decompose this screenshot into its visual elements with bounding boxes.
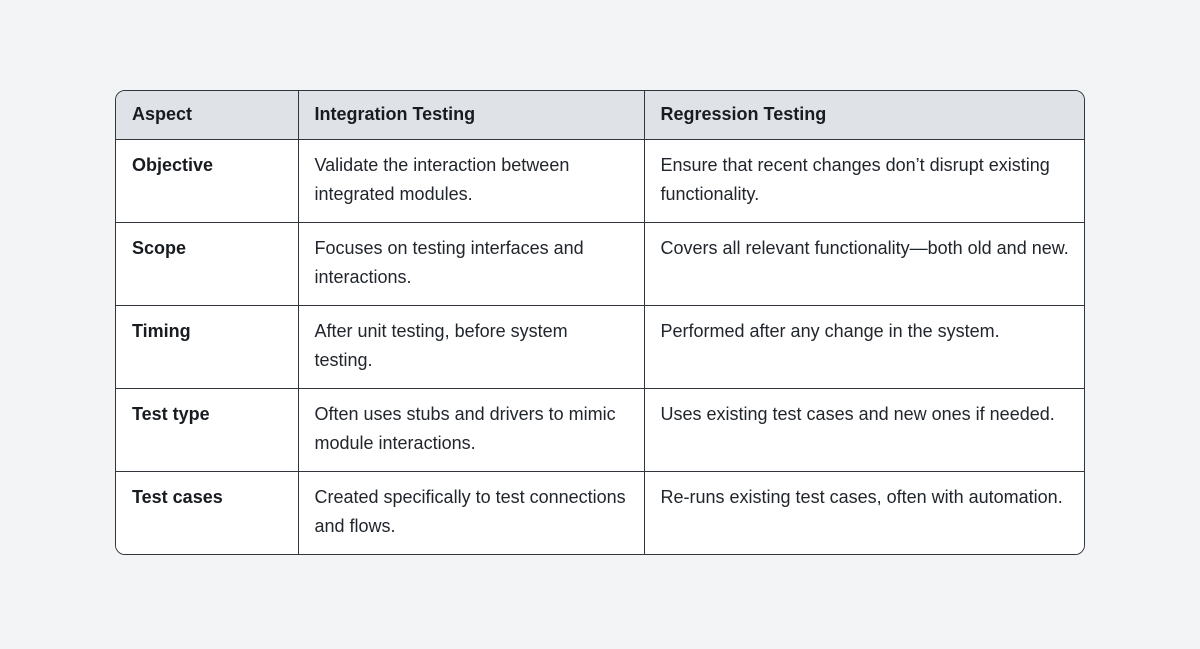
integration-cell: Validate the interaction between integra… — [298, 139, 645, 223]
integration-cell: After unit testing, before system testin… — [298, 305, 645, 389]
table-header-row: Aspect Integration Testing Regression Te… — [116, 91, 1084, 140]
aspect-label: Timing — [116, 305, 299, 389]
aspect-label: Scope — [116, 222, 299, 306]
table-row-timing: Timing After unit testing, before system… — [116, 305, 1084, 389]
table-row-scope: Scope Focuses on testing interfaces and … — [116, 222, 1084, 306]
column-header-integration-testing: Integration Testing — [298, 91, 645, 140]
aspect-label: Test cases — [116, 471, 299, 554]
column-header-regression-testing: Regression Testing — [644, 91, 1084, 140]
table-row-test-cases: Test cases Created specifically to test … — [116, 471, 1084, 554]
regression-cell: Performed after any change in the system… — [644, 305, 1084, 389]
integration-cell: Created specifically to test connections… — [298, 471, 645, 554]
table-row-test-type: Test type Often uses stubs and drivers t… — [116, 388, 1084, 472]
regression-cell: Ensure that recent changes don’t disrupt… — [644, 139, 1084, 223]
table-row-objective: Objective Validate the interaction betwe… — [116, 139, 1084, 223]
integration-cell: Often uses stubs and drivers to mimic mo… — [298, 388, 645, 472]
column-header-aspect: Aspect — [116, 91, 299, 140]
comparison-table-container: Aspect Integration Testing Regression Te… — [115, 90, 1085, 555]
regression-cell: Uses existing test cases and new ones if… — [644, 388, 1084, 472]
regression-cell: Covers all relevant functionality—both o… — [644, 222, 1084, 306]
regression-cell: Re-runs existing test cases, often with … — [644, 471, 1084, 554]
comparison-table: Aspect Integration Testing Regression Te… — [116, 91, 1084, 554]
aspect-label: Objective — [116, 139, 299, 223]
aspect-label: Test type — [116, 388, 299, 472]
integration-cell: Focuses on testing interfaces and intera… — [298, 222, 645, 306]
